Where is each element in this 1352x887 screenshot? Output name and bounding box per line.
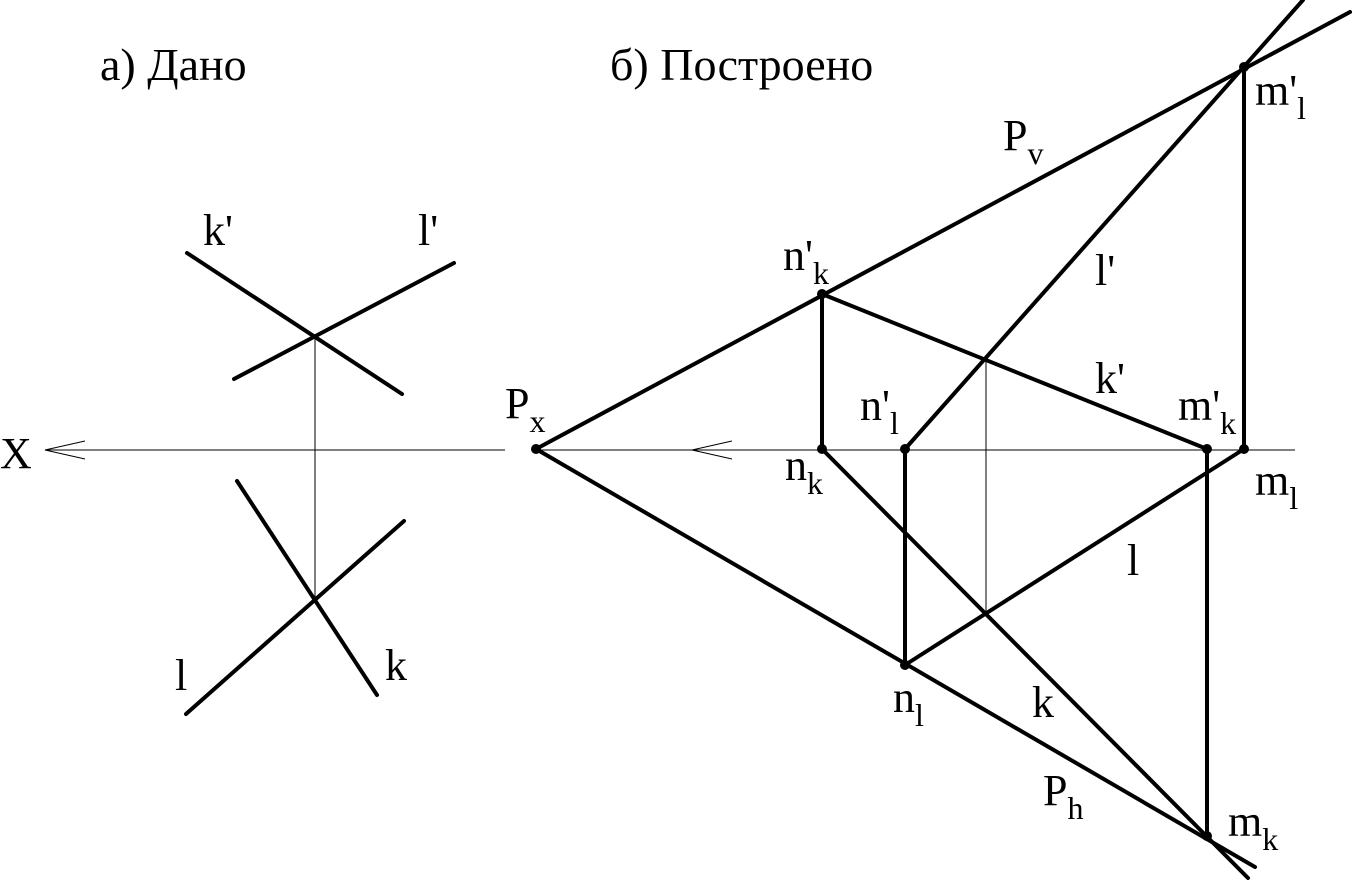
label-ph-main: P [1043,766,1067,815]
label-ph-sub: h [1067,790,1083,826]
label-mk-prime: m'k [1178,381,1236,441]
l-line [903,447,1246,667]
given-k-label: k [385,641,407,690]
label-l: l [1127,536,1139,585]
label-nk-prime-sub: k [813,255,829,291]
ph-trace [534,447,1257,869]
given-k-prime-label: k' [203,206,233,255]
label-n1-prime-sub: l [890,405,899,441]
label-m1-main: m [1255,456,1289,505]
point-n1 [900,660,910,670]
label-mk-sub: k [1262,821,1278,857]
given-k-prime-line [185,251,404,396]
point-mk [1202,831,1212,841]
label-nk-sub: k [807,465,823,501]
point-m1 [1239,444,1249,454]
label-mk-prime-main: m' [1178,381,1220,430]
label-n1-sub: l [915,697,924,733]
label-pv-main: P [1003,111,1027,160]
label-m1-prime-sub: l [1297,90,1306,126]
k-line [820,447,1250,880]
label-px-main: P [505,379,529,428]
label-k-prime: k' [1095,354,1125,403]
point-mk-prime [1202,444,1212,454]
pv-trace [534,10,1352,451]
label-nk-main: n [785,441,807,490]
label-pv: Pv [1003,111,1043,171]
x-axis-arrow-built [691,440,733,460]
x-axis-label: X [0,429,32,478]
given-l-label: l [175,651,187,700]
label-m1-prime-main: m' [1255,66,1297,115]
label-px-sub: x [529,403,545,439]
label-mk: mk [1228,797,1278,857]
label-nk-prime: n'k [783,231,829,291]
given-k-line [235,479,379,697]
label-n1-prime-main: n' [860,381,890,430]
label-nk: nk [785,441,823,501]
point-px [531,444,541,454]
label-n1: nl [893,673,924,733]
point-m1-prime [1239,62,1249,72]
label-n1-main: n [893,673,915,722]
label-mk-main: m [1228,797,1262,846]
x-axis-arrow-given [44,440,86,460]
label-m1-prime: m'l [1255,66,1306,126]
k-prime-line [820,292,1209,451]
given-l-prime-label: l' [418,206,438,255]
point-nk [817,444,827,454]
label-px: Px [505,379,545,439]
label-ph: Ph [1043,766,1083,826]
given-l-line [184,519,406,716]
label-n1-prime: n'l [860,381,899,441]
point-n1-prime [900,444,910,454]
l-prime-line [903,0,1305,451]
label-k: k [1032,678,1054,727]
title-given: а) Дано [100,39,247,90]
label-l-prime: l' [1095,246,1115,295]
given-l-prime-line [232,261,456,381]
label-mk-prime-sub: k [1220,405,1236,441]
label-nk-prime-main: n' [783,231,813,280]
point-nk-prime [817,289,827,299]
label-m1: ml [1255,456,1298,516]
label-m1-sub: l [1289,480,1298,516]
title-built: б) Построено [610,39,873,90]
label-pv-sub: v [1027,135,1043,171]
